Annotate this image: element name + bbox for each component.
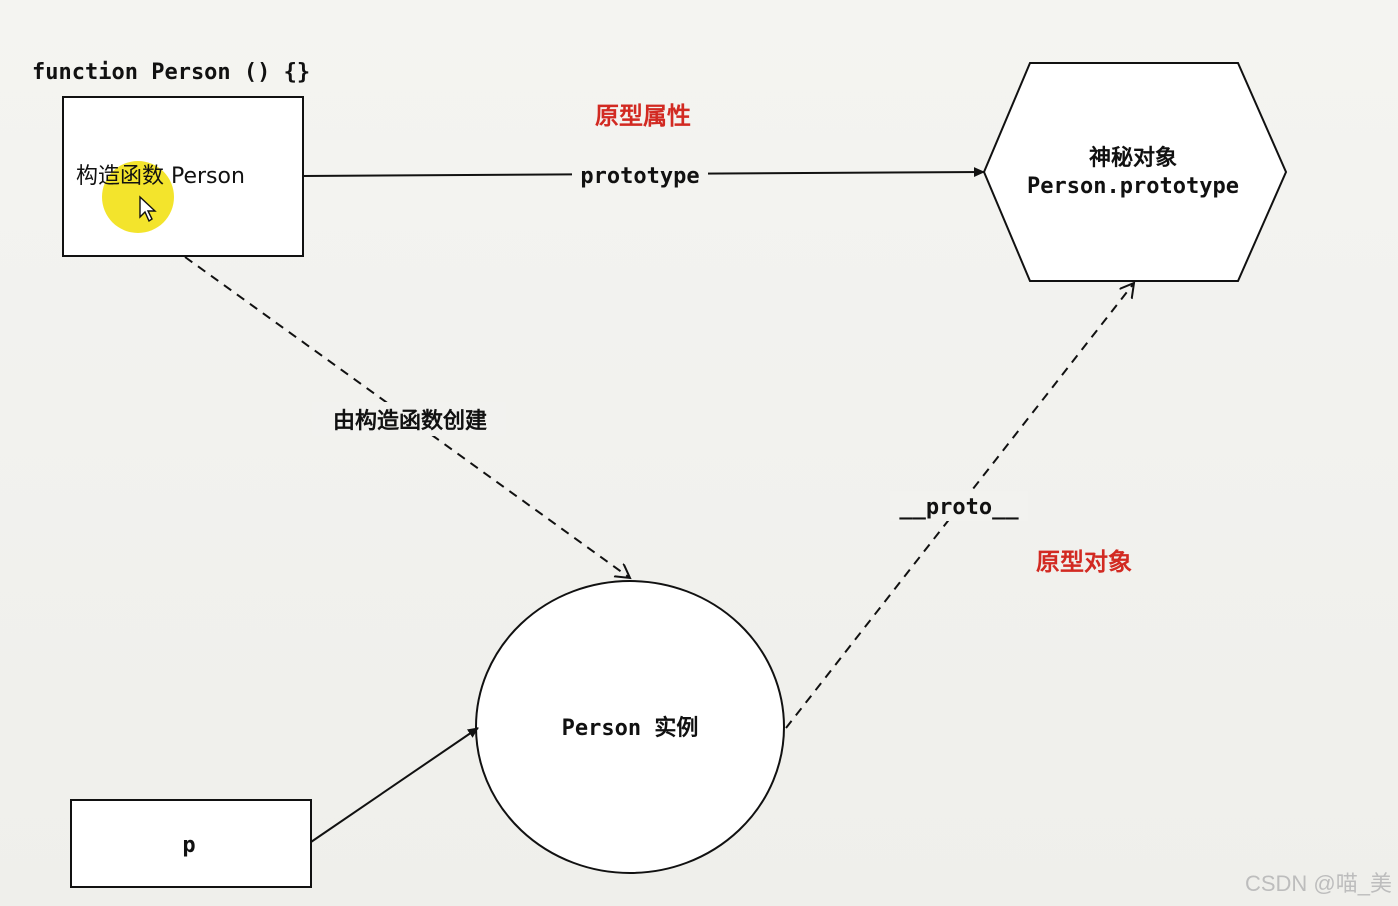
proto-edge-label: __proto__ bbox=[899, 495, 1019, 520]
prototype-label-bg bbox=[572, 160, 708, 190]
proto-annotation: 原型对象 bbox=[1036, 548, 1132, 576]
prototype-edge-label: prototype bbox=[580, 164, 699, 189]
prototype-object-name: Person.prototype bbox=[1027, 174, 1239, 199]
reference-edge bbox=[310, 727, 479, 843]
prototype-object-title: 神秘对象 bbox=[1089, 145, 1177, 171]
constructor-box bbox=[62, 96, 304, 257]
cursor-highlight bbox=[102, 161, 174, 233]
mouse-pointer-icon bbox=[139, 195, 157, 223]
prototype-annotation: 原型属性 bbox=[595, 102, 691, 130]
create-label-bg bbox=[312, 402, 506, 436]
create-edge-label: 由构造函数创建 bbox=[333, 408, 487, 434]
instance-label: Person 实例 bbox=[562, 715, 699, 741]
code-caption: function Person () {} bbox=[32, 60, 310, 85]
proto-edge bbox=[785, 283, 1134, 729]
prototype-object-hexagon bbox=[982, 62, 1288, 282]
instance-circle bbox=[475, 580, 785, 874]
watermark: CSDN @喵_美 bbox=[1244, 871, 1392, 896]
constructor-label: 构造函数 Person bbox=[76, 164, 245, 189]
variable-box bbox=[70, 799, 312, 888]
variable-label: p bbox=[182, 833, 195, 858]
proto-label-bg bbox=[890, 491, 1028, 521]
